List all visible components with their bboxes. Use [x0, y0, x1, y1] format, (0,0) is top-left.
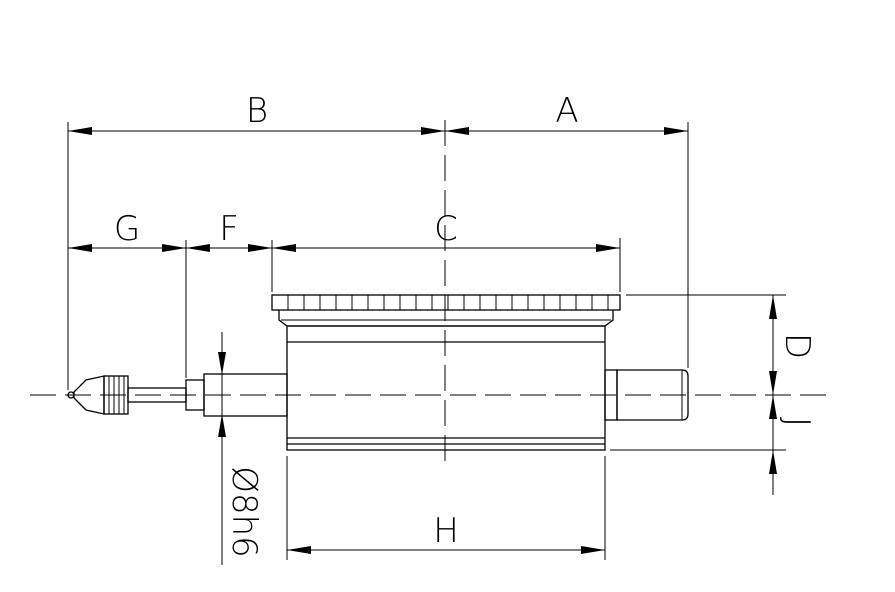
label-j: J	[777, 417, 817, 427]
dimension-stem-diameter: Ø8h6	[218, 332, 264, 558]
label-c: C	[434, 209, 458, 249]
label-b: B	[246, 91, 268, 131]
back-cap	[604, 369, 689, 421]
dimension-g: G	[68, 209, 186, 252]
dimension-j: J	[769, 395, 817, 495]
dimension-h: H	[287, 511, 605, 554]
label-h: H	[433, 511, 459, 551]
dial-body	[286, 325, 606, 451]
dimension-a: A	[445, 91, 688, 135]
dimension-c: C	[272, 209, 620, 252]
label-f: F	[219, 209, 239, 249]
bezel	[271, 294, 621, 327]
dimension-b: B	[68, 91, 445, 135]
label-d: D	[777, 333, 817, 359]
label-stem-diameter: Ø8h6	[224, 466, 264, 558]
label-a: A	[555, 91, 578, 131]
label-g: G	[114, 209, 140, 249]
dimension-d: D	[769, 295, 817, 395]
dimension-f: F	[186, 209, 272, 252]
